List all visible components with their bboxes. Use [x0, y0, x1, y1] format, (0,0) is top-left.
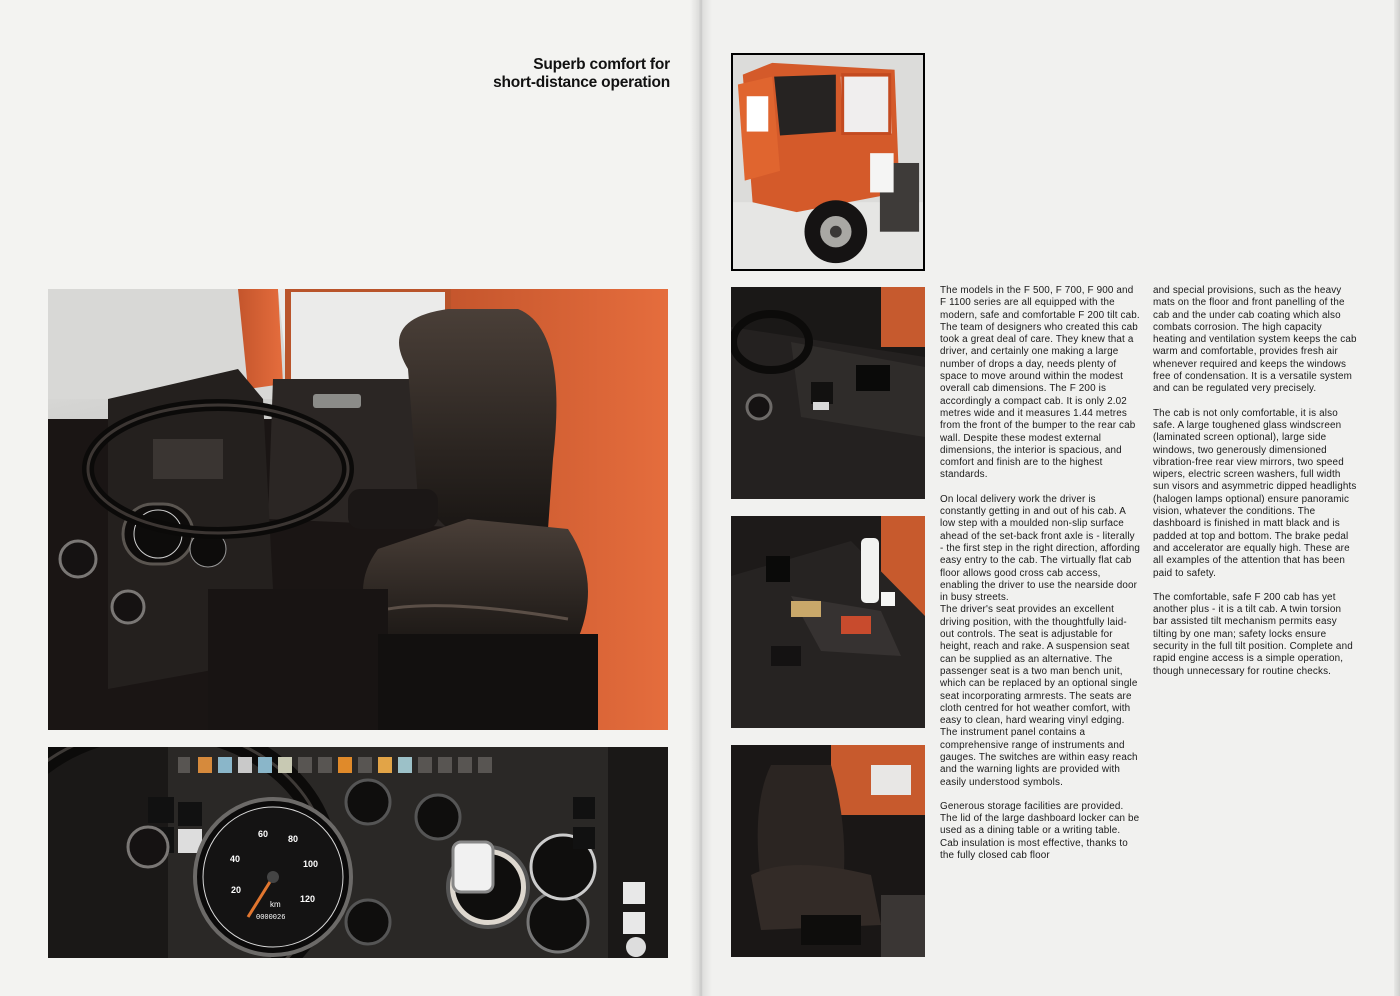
body-text-column-2: and special provisions, such as the heav… [1153, 285, 1358, 690]
body-text-column-1: The models in the F 500, F 700, F 900 an… [940, 285, 1140, 874]
headline-line-1: Superb comfort for [533, 56, 670, 73]
page-edge [1394, 0, 1400, 996]
dashboard-table-photo [731, 516, 925, 728]
odometer-reading: 0000026 [256, 914, 285, 922]
speedo-tick-40: 40 [230, 854, 240, 864]
instrument-panel-photo: 20 40 60 80 100 120 km 0000026 [48, 747, 668, 958]
driver-seat-photo [731, 745, 925, 957]
dashboard-side-photo [731, 287, 925, 499]
col2-paragraph-2: The cab is not only comfortable, it is a… [1153, 407, 1357, 579]
page-headline: Superb comfort for short-distance operat… [440, 56, 670, 92]
col1-paragraph-4: Generous storage facilities are provided… [940, 800, 1140, 862]
tilt-cab-exterior-photo [731, 53, 925, 271]
speedo-tick-80: 80 [288, 834, 298, 844]
speedo-tick-20: 20 [231, 885, 241, 895]
cab-interior-photo [48, 289, 668, 730]
speedo-tick-100: 100 [303, 859, 318, 869]
col2-paragraph-1: and special provisions, such as the heav… [1153, 285, 1357, 395]
headline-line-2: short-distance operation [493, 74, 670, 91]
speedo-tick-120: 120 [300, 894, 315, 904]
col1-paragraph-2: On local delivery work the driver is con… [940, 493, 1140, 604]
col1-paragraph-1: The models in the F 500, F 700, F 900 an… [940, 285, 1140, 481]
col1-paragraph-3: The driver's seat provides an excellent … [940, 604, 1138, 788]
speedo-unit: km [270, 900, 281, 909]
col2-paragraph-3: The comfortable, safe F 200 cab has yet … [1153, 591, 1353, 677]
speedo-tick-60: 60 [258, 829, 268, 839]
page-gutter [690, 0, 712, 996]
